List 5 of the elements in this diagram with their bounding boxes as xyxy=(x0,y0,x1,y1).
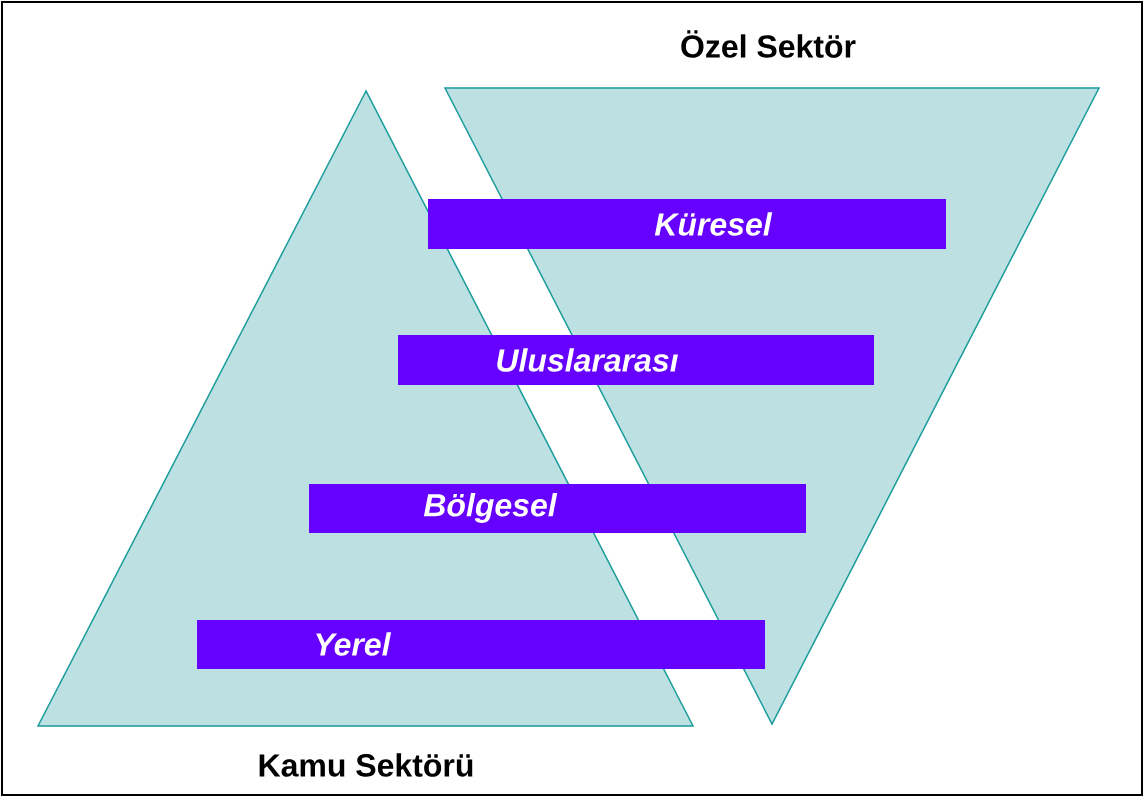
level-bar: Yerel xyxy=(197,620,765,669)
level-bar: Bölgesel xyxy=(309,484,806,533)
level-bar: Uluslararası xyxy=(398,335,874,385)
node-label: Kamu Sektörü xyxy=(259,753,473,777)
node-label: Özel Sektör xyxy=(681,30,856,58)
